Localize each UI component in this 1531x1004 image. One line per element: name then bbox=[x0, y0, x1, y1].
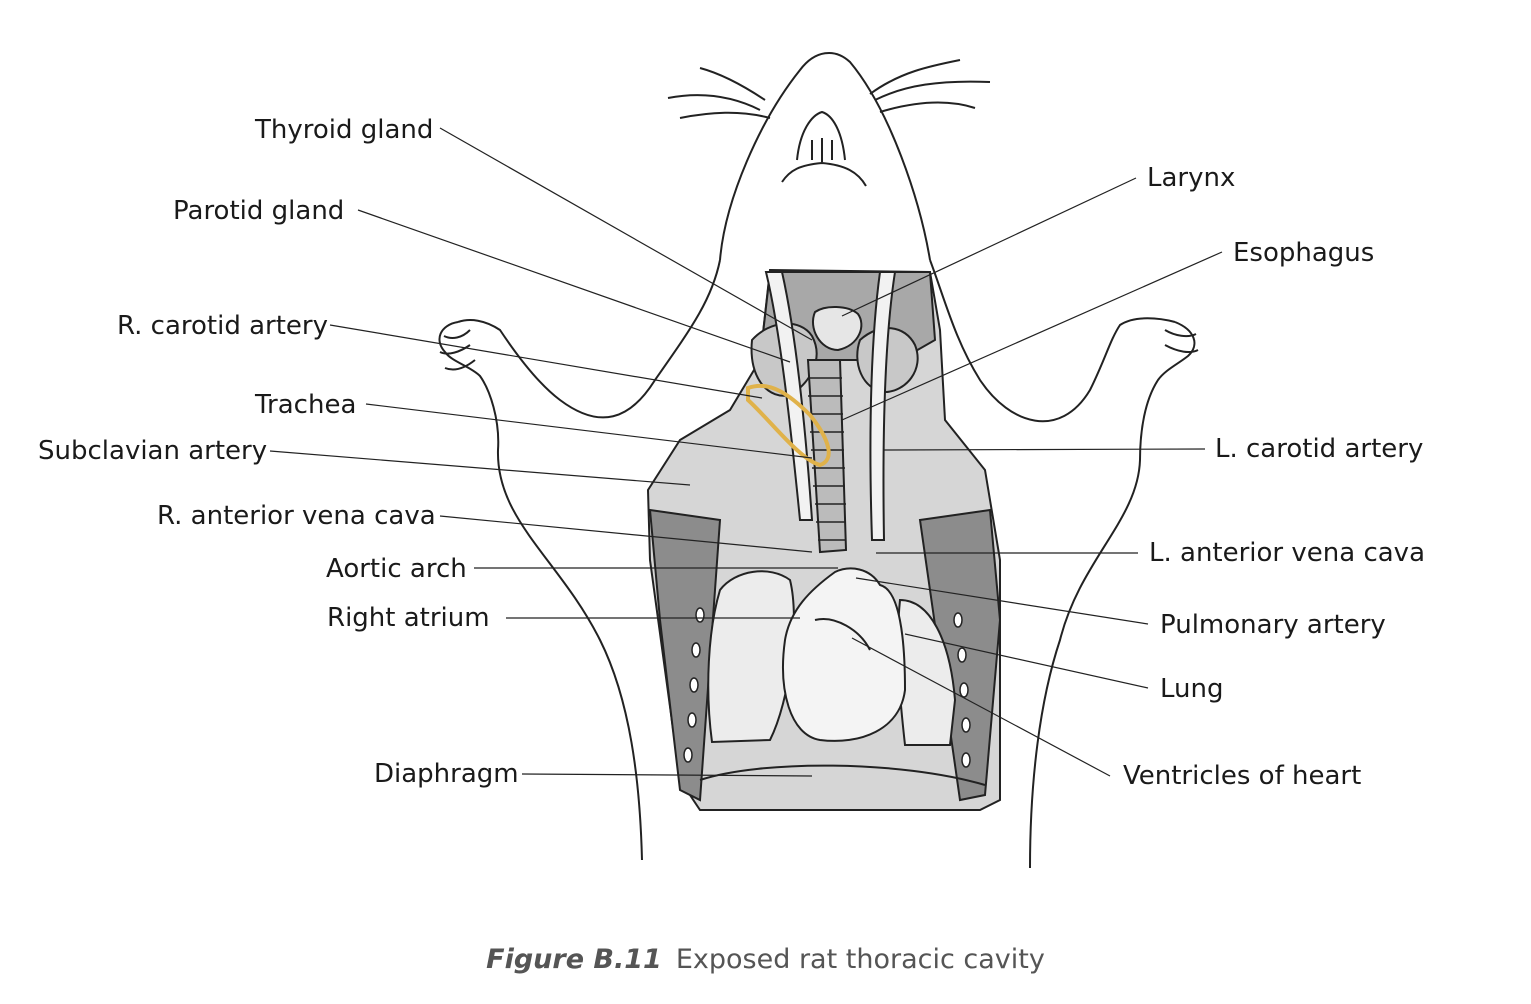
label-subclavian-artery: Subclavian artery bbox=[38, 436, 268, 466]
label-esophagus: Esophagus bbox=[1233, 238, 1375, 268]
label-parotid-gland: Parotid gland bbox=[173, 196, 345, 226]
label-ventricles-of-heart: Ventricles of heart bbox=[1123, 761, 1362, 791]
label-trachea: Trachea bbox=[255, 390, 357, 420]
label-l-anterior-vena-cava: L. anterior vena cava bbox=[1149, 538, 1425, 568]
label-right-atrium: Right atrium bbox=[327, 603, 490, 633]
dissected-area bbox=[646, 268, 1002, 811]
figure-caption: Figure B.11 Exposed rat thoracic cavity bbox=[0, 944, 1531, 975]
label-lung: Lung bbox=[1160, 674, 1224, 704]
leader-lines bbox=[269, 127, 1223, 777]
label-larynx: Larynx bbox=[1147, 163, 1236, 193]
label-r-anterior-vena-cava: R. anterior vena cava bbox=[157, 501, 436, 531]
label-aortic-arch: Aortic arch bbox=[326, 554, 467, 584]
label-l-carotid-artery: L. carotid artery bbox=[1215, 434, 1424, 464]
figure-caption-text: Exposed rat thoracic cavity bbox=[675, 944, 1045, 975]
label-r-carotid-artery: R. carotid artery bbox=[117, 311, 328, 341]
rat-body bbox=[438, 51, 1199, 869]
label-diaphragm: Diaphragm bbox=[374, 759, 519, 789]
label-pulmonary-artery: Pulmonary artery bbox=[1160, 610, 1386, 640]
figure-number: Figure B.11 bbox=[486, 944, 662, 975]
label-thyroid-gland: Thyroid gland bbox=[255, 115, 434, 145]
